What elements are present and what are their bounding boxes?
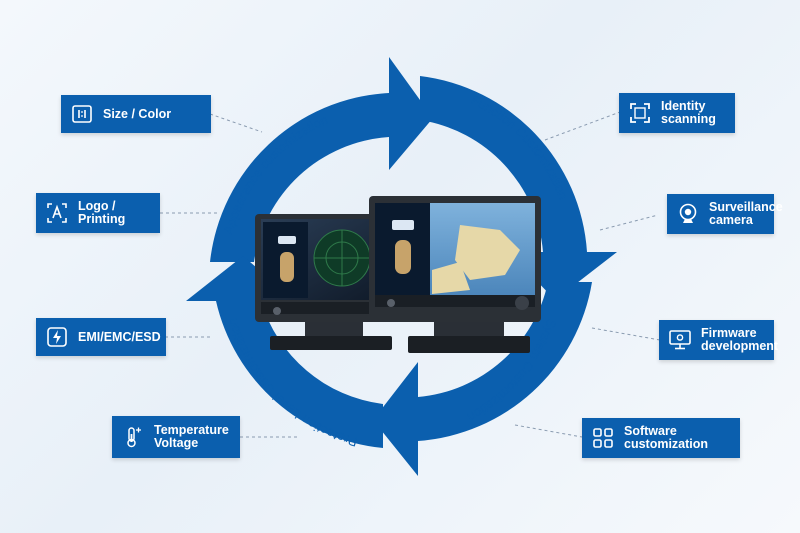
feature-label: EMI/EMC/ESD — [78, 329, 161, 344]
feature-label: Size / Color — [103, 106, 172, 121]
feature-logo-printing: Logo / Printing — [36, 193, 160, 233]
connector-lines — [160, 111, 661, 438]
letter-a-frame-icon — [46, 202, 68, 224]
app-grid-icon — [592, 427, 614, 449]
webcam-icon — [677, 203, 699, 225]
lightning-shield-icon — [46, 326, 68, 348]
scan-frame-icon — [629, 102, 651, 124]
feature-label: Logo / Printing — [78, 199, 126, 226]
cycle-arrow-protection — [186, 256, 383, 448]
cycle-arrow-system — [373, 282, 592, 476]
cycle-arrow-function — [420, 76, 617, 300]
ruler-box-icon — [71, 103, 93, 125]
monitor-large — [369, 196, 541, 353]
thermometer-icon — [122, 426, 144, 448]
feature-size-color: Size / Color — [61, 95, 211, 133]
cycle-arrow-appearance — [210, 57, 433, 262]
monitor-gear-icon — [669, 329, 691, 351]
feature-emi-emc-esd: EMI/EMC/ESD — [36, 318, 166, 356]
